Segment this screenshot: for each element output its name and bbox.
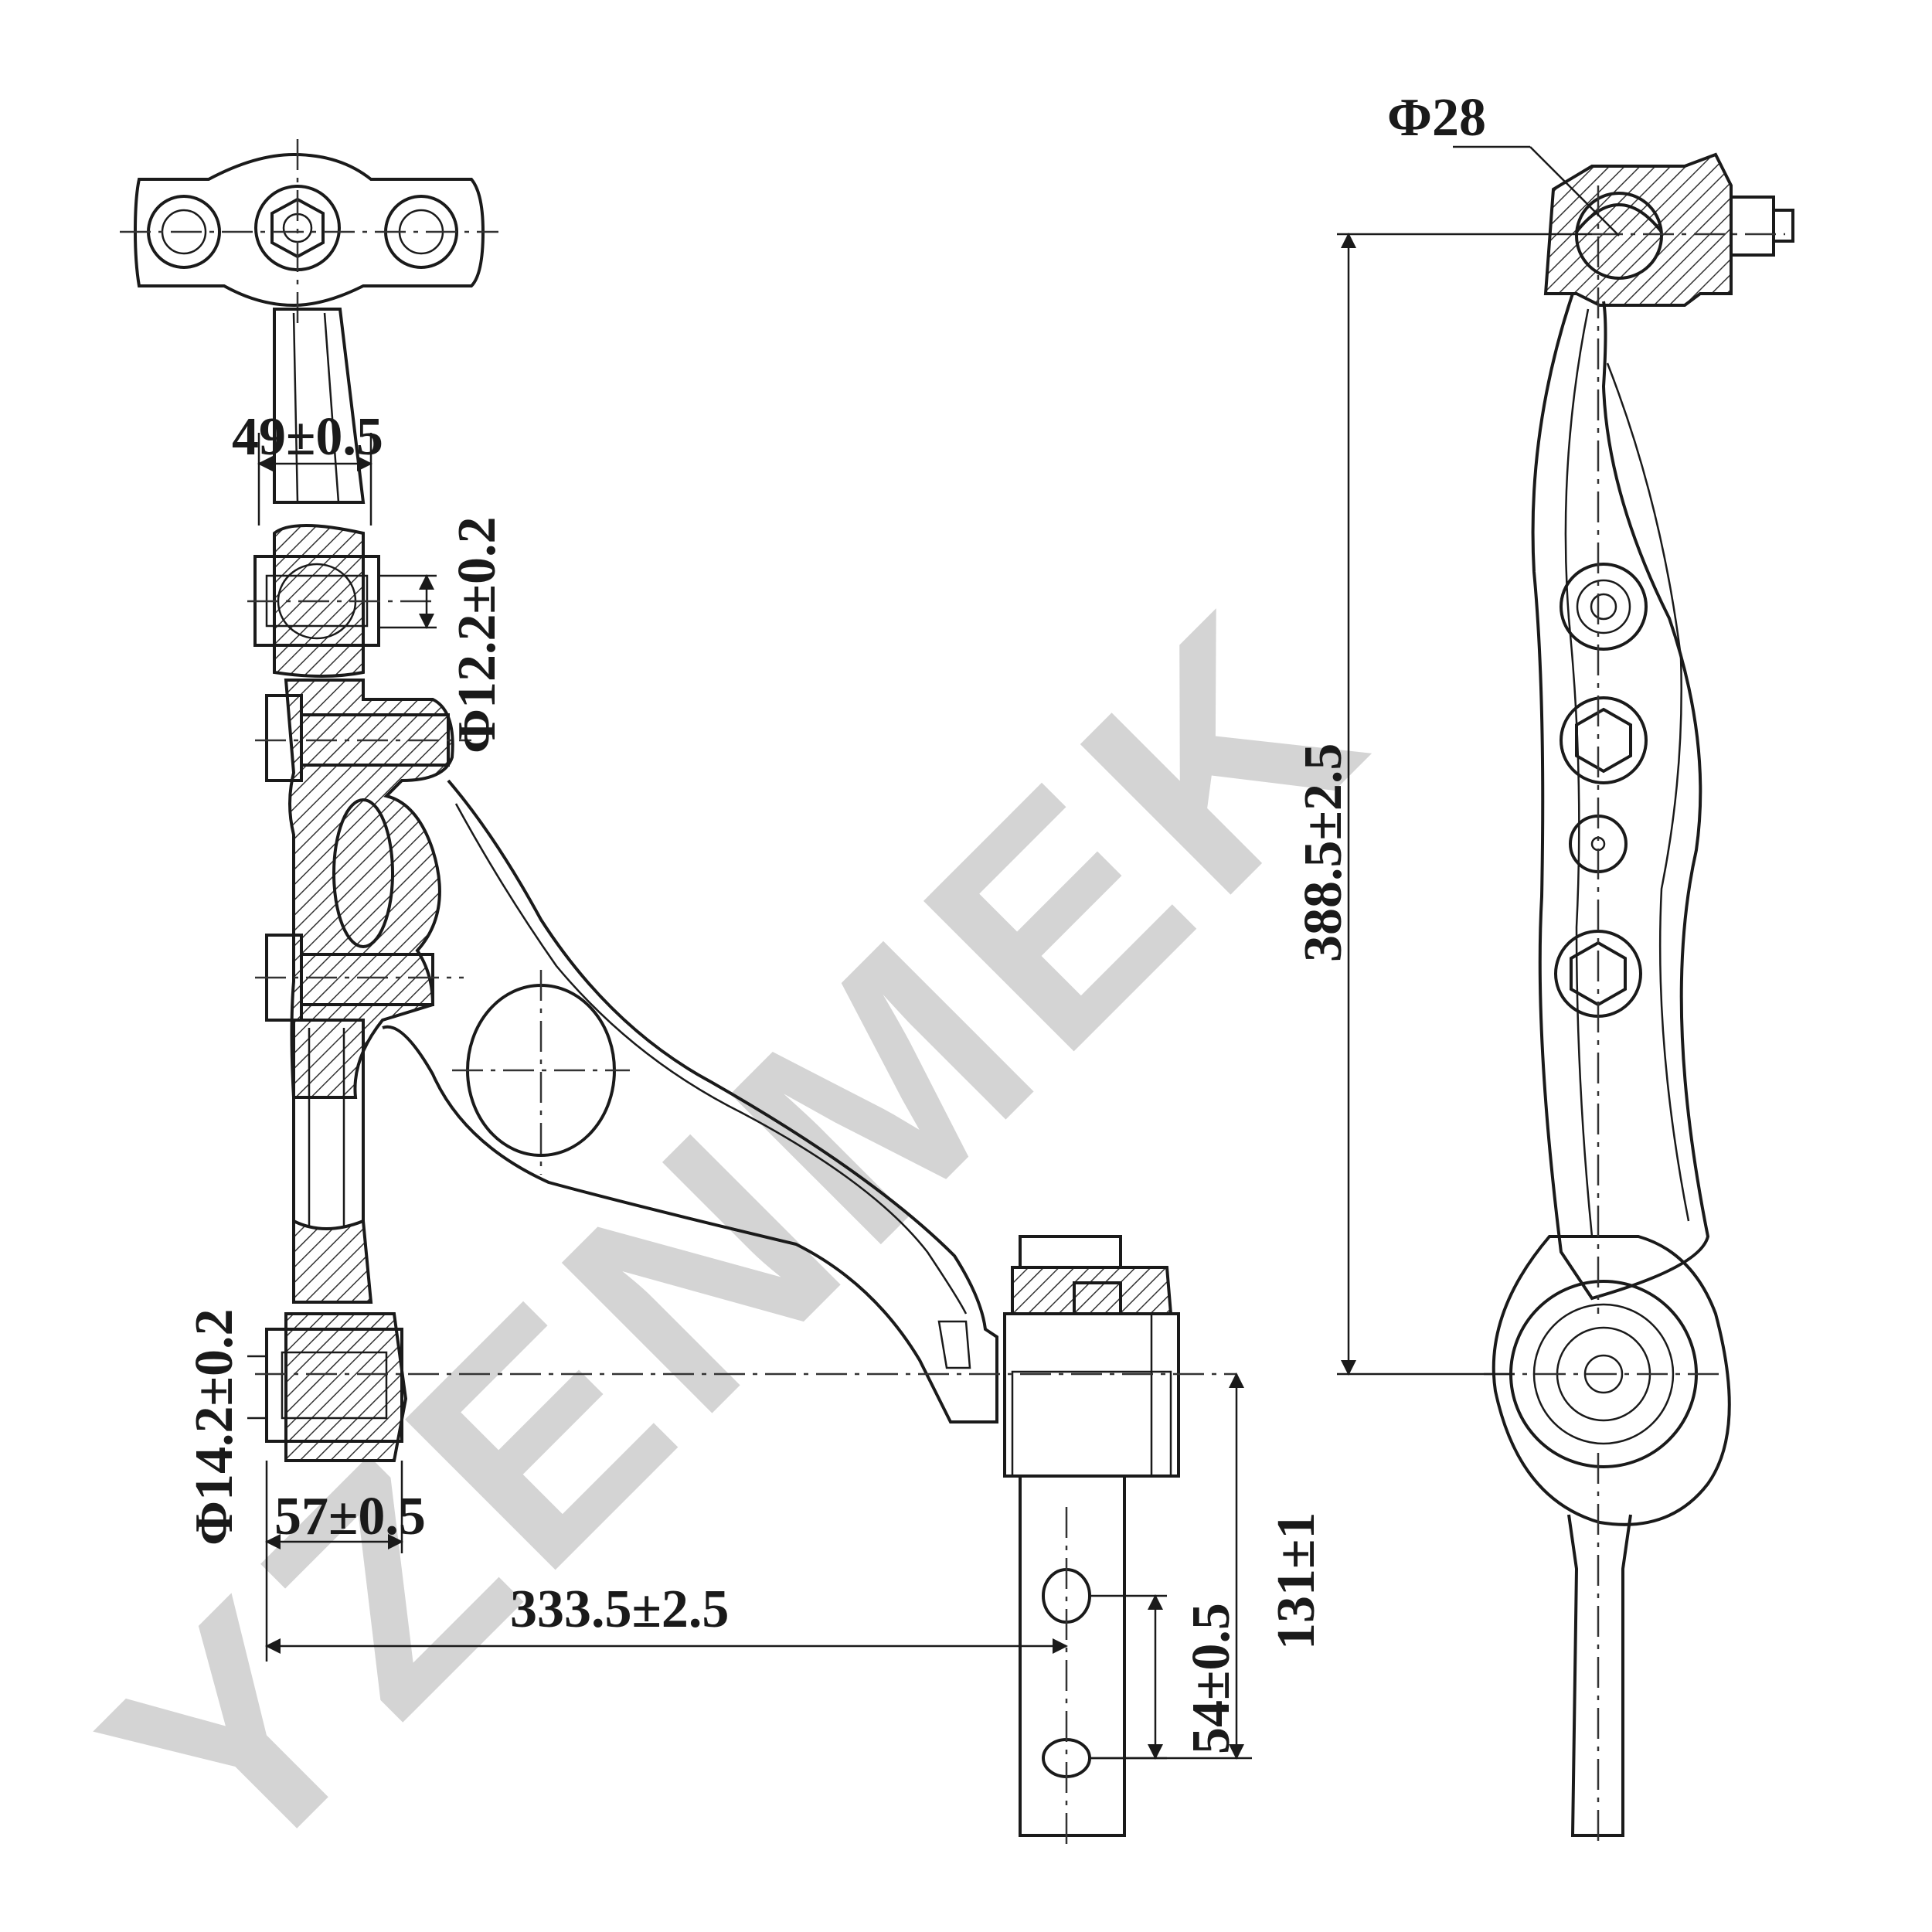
dimension-annotations: Φ28 49±0.5 Φ12.2±0.2 Φ14.2±0.2 57±0.5 33… <box>185 88 1620 1760</box>
arm-span-label: 333.5±2.5 <box>510 1580 729 1639</box>
top-mount-plate <box>120 139 498 325</box>
overall-length-label: 388.5±2.5 <box>1294 743 1353 962</box>
front-bushing-width-label: 49±0.5 <box>232 407 383 467</box>
control-arm-top-view <box>120 139 1236 1847</box>
ball-joint-icon <box>1543 152 1794 307</box>
bushing-icon <box>265 1312 408 1462</box>
front-bushing-bore-label: Φ12.2±0.2 <box>447 517 507 753</box>
control-arm-side-view <box>1484 152 1794 1847</box>
hole-spacing-label: 54±0.5 <box>1182 1603 1241 1754</box>
rear-bushing-bore-label: Φ14.2±0.2 <box>185 1309 244 1546</box>
ball-stud-diameter-label: Φ28 <box>1387 88 1486 148</box>
bracket-offset-label: 131±1 <box>1267 1512 1326 1650</box>
bushing-icon <box>1492 1235 1731 1526</box>
rear-bushing-width-label: 57±0.5 <box>274 1487 426 1546</box>
hex-nut-icon <box>1575 707 1632 774</box>
ball-joint-icon <box>1003 1235 1180 1478</box>
